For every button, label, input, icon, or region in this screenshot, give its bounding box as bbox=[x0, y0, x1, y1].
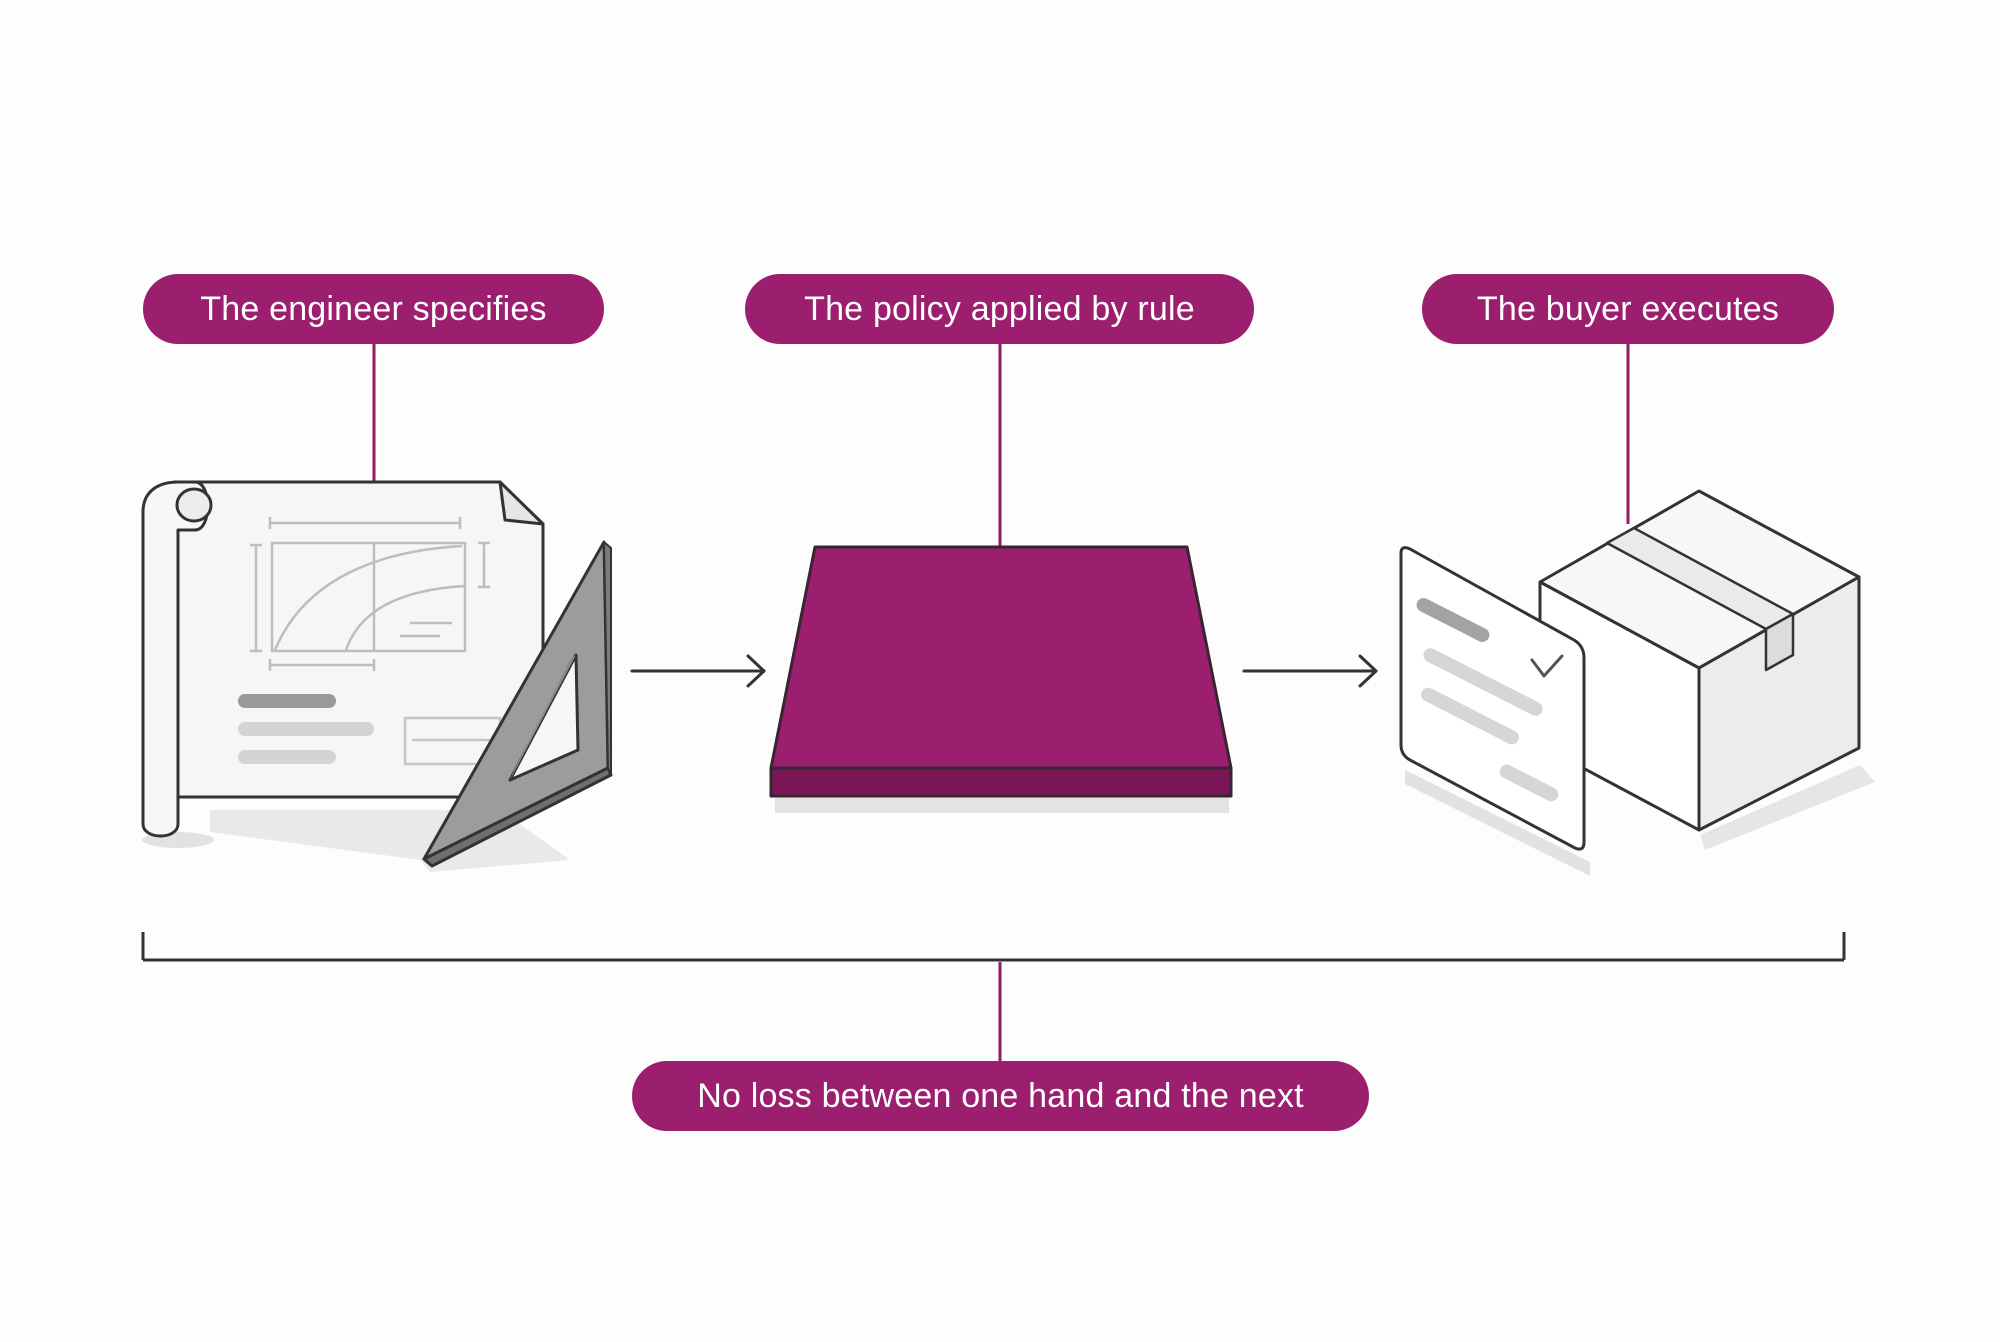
stage-label-engineer: The engineer specifies bbox=[143, 274, 604, 344]
arrow-right-icon bbox=[630, 654, 766, 688]
stage-label-buyer: The buyer executes bbox=[1422, 274, 1834, 344]
package-icon bbox=[1399, 489, 1875, 876]
arrow-right-icon bbox=[1242, 654, 1378, 688]
summary-label: No loss between one hand and the next bbox=[632, 1061, 1369, 1131]
blueprint-icon bbox=[141, 480, 613, 872]
policy-slab-icon bbox=[769, 545, 1233, 813]
stage-label-policy: The policy applied by rule bbox=[745, 274, 1254, 344]
span-bracket bbox=[141, 932, 1846, 962]
